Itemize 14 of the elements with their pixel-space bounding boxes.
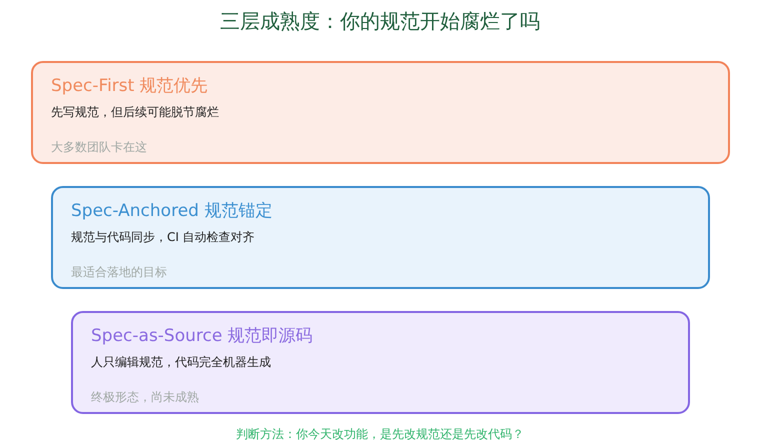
card-note: 最适合落地的目标: [71, 264, 167, 281]
card-note: 终极形态，尚未成熟: [91, 389, 199, 406]
card-heading: Spec-First 规范优先: [51, 75, 208, 97]
card-heading: Spec-as-Source 规范即源码: [91, 325, 313, 347]
card-description: 先写规范，但后续可能脱节腐烂: [51, 104, 219, 121]
card-note: 大多数团队卡在这: [51, 139, 147, 156]
caption-note: 判断方法：你今天改功能，是先改规范还是先改代码？: [236, 427, 524, 440]
card-description: 规范与代码同步，CI 自动检查对齐: [71, 229, 255, 246]
level-card: [71, 311, 690, 414]
level-card: [31, 61, 730, 164]
diagram-title: 三层成熟度：你的规范开始腐烂了吗: [220, 9, 540, 33]
card-heading: Spec-Anchored 规范锚定: [71, 200, 272, 222]
level-card: [51, 186, 710, 289]
card-description: 人只编辑规范，代码完全机器生成: [91, 354, 271, 371]
